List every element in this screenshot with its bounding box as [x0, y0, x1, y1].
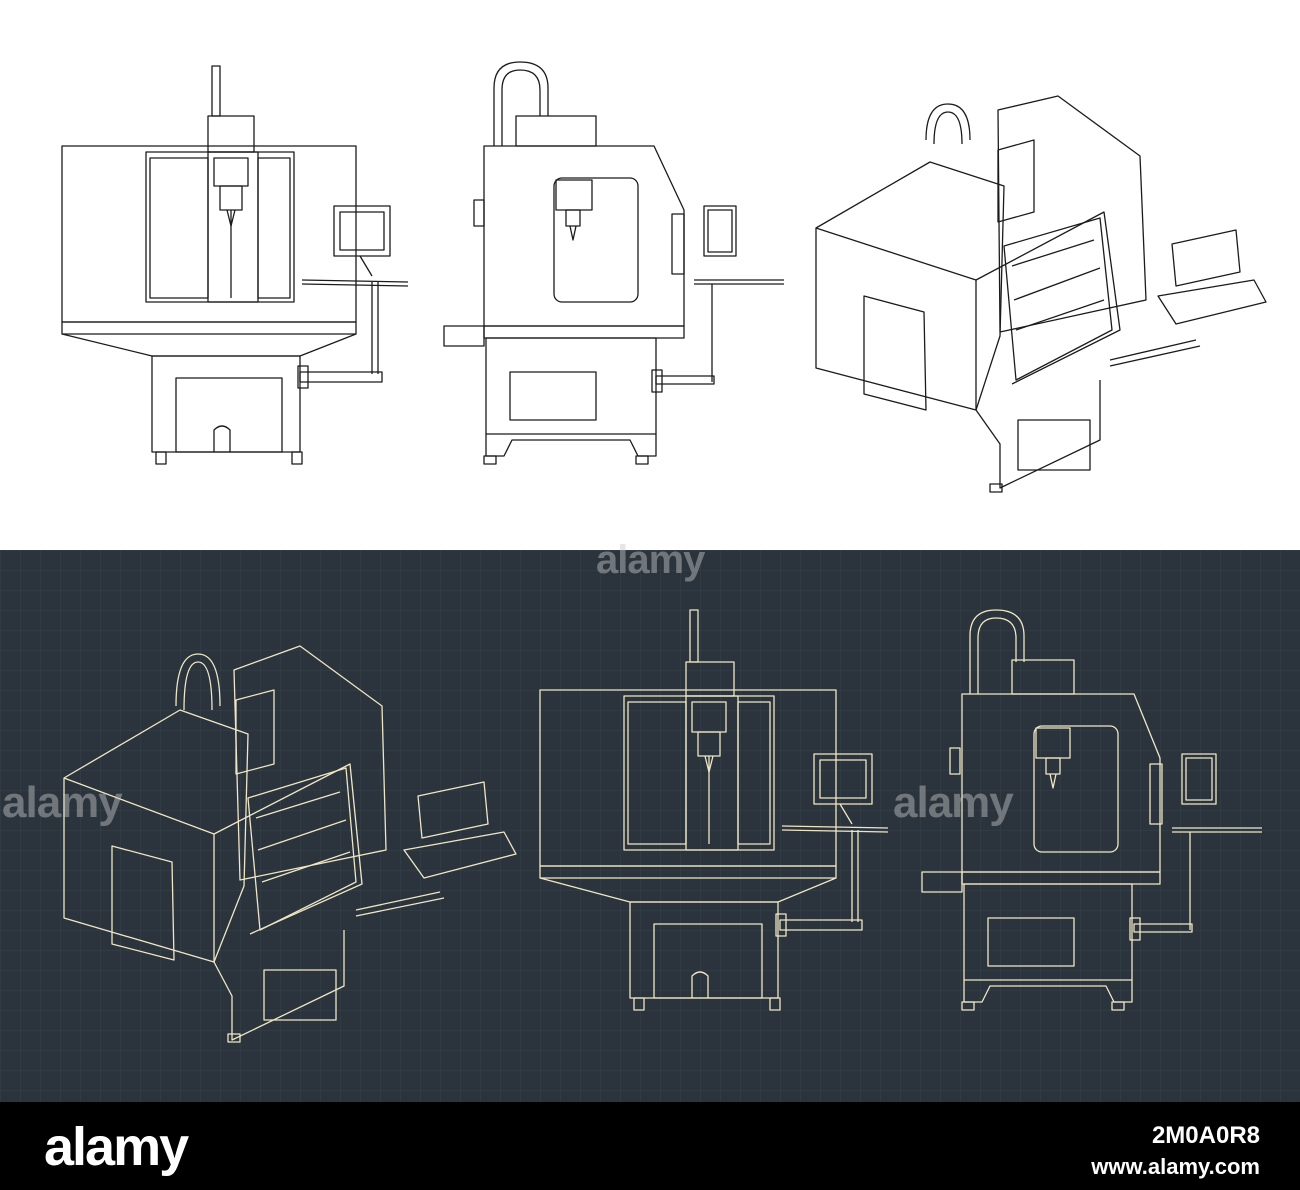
watermark-right: alamy — [893, 778, 1014, 827]
blueprint-panel: alamy alamy alamy — [0, 538, 1300, 1102]
alamy-logo: alamy — [44, 1117, 189, 1177]
image-id: 2M0A0R8 — [1151, 1122, 1260, 1149]
front-view-white — [61, 65, 409, 465]
watermark-top: alamy — [596, 538, 705, 582]
isometric-view-white — [815, 95, 1267, 493]
watermark-left: alamy — [2, 778, 123, 827]
side-view-white — [443, 61, 784, 465]
front-view-blueprint — [539, 609, 889, 1011]
isometric-view-blueprint — [63, 645, 517, 1043]
white-drawing-panel — [0, 0, 1300, 550]
cnc-drawings-white — [61, 61, 1267, 493]
site-url[interactable]: www.alamy.com — [1091, 1154, 1260, 1179]
footer-meta: 2M0A0R8 www.alamy.com — [1091, 1122, 1260, 1180]
side-view-blueprint — [921, 609, 1262, 1011]
stock-footer-bar: alamy 2M0A0R8 www.alamy.com — [0, 1102, 1300, 1190]
cnc-drawings-blueprint — [0, 550, 1300, 1102]
